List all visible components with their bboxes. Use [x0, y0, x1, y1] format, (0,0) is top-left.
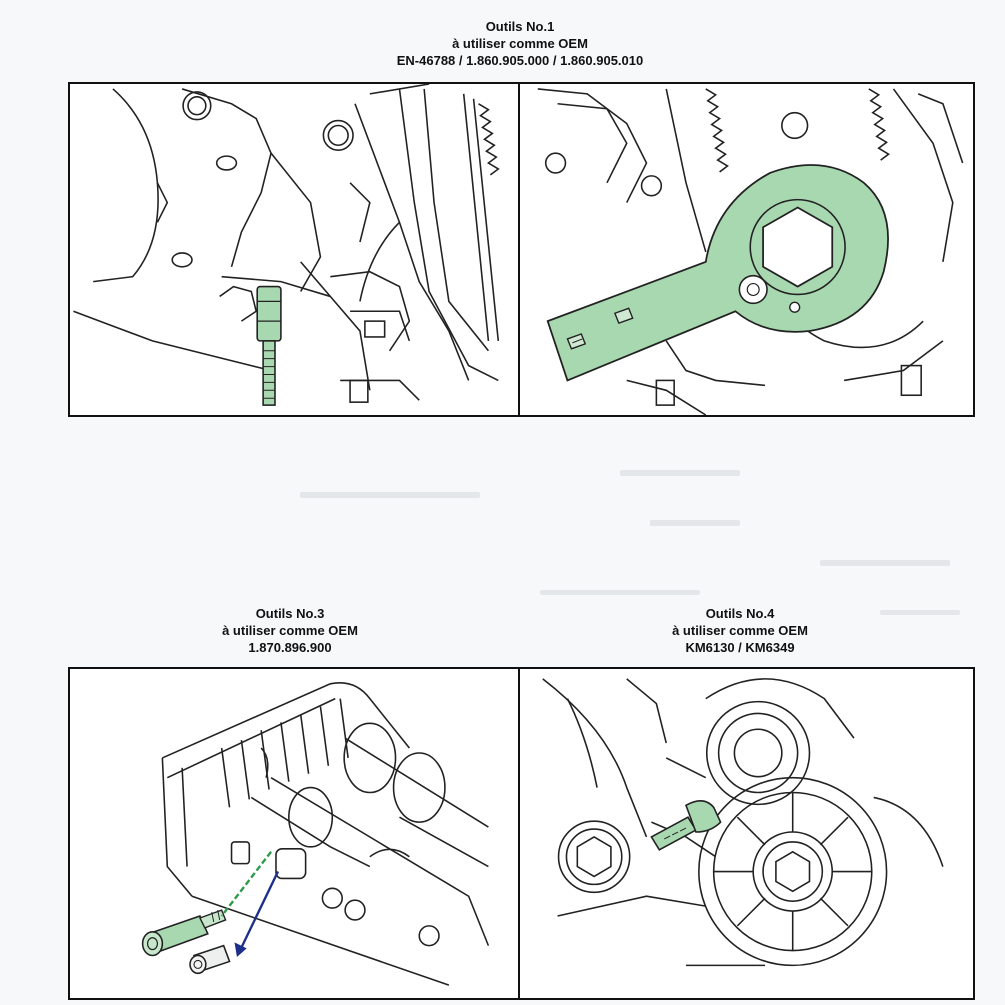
tool4-refs: KM6130 / KM6349 [685, 640, 795, 655]
tool3-subtitle: à utiliser comme OEM [222, 623, 358, 638]
tool1-left-engine-drawing [73, 84, 500, 403]
tool3-tool4-diagram-panel [68, 667, 975, 1000]
tool1-diagram-panel [68, 82, 975, 417]
tool3-caption: Outils No.3 à utiliser comme OEM 1.870.8… [190, 605, 390, 656]
tool4-caption: Outils No.4 à utiliser comme OEM KM6130 … [640, 605, 840, 656]
tool4-locking-pin [650, 800, 722, 851]
tool1-locking-pin [256, 285, 282, 406]
tool1-panel-divider [518, 82, 520, 417]
tool4-tensioner-drawing [542, 678, 944, 967]
tool3-tool4-diagram [141, 678, 944, 986]
tool3-tool4-panel-divider [518, 667, 520, 1000]
tool3-install-arrows [220, 851, 280, 957]
tool1-subtitle: à utiliser comme OEM [452, 36, 588, 51]
tool4-title: Outils No.4 [705, 606, 775, 621]
tool1-camshaft-wrench [546, 164, 889, 382]
tool1-refs: EN-46788 / 1.860.905.000 / 1.860.905.010 [396, 53, 644, 68]
tool3-title: Outils No.3 [255, 606, 325, 621]
tool1-caption: Outils No.1 à utiliser comme OEM EN-4678… [300, 18, 740, 69]
tool3-locking-tool [141, 909, 227, 957]
tool1-diagram [73, 84, 964, 415]
tool4-subtitle: à utiliser comme OEM [672, 623, 808, 638]
tool1-title: Outils No.1 [485, 19, 555, 34]
tool3-camshaft-drawing [161, 682, 490, 986]
tool3-plug-part [189, 944, 231, 975]
tool3-refs: 1.870.896.900 [248, 640, 332, 655]
